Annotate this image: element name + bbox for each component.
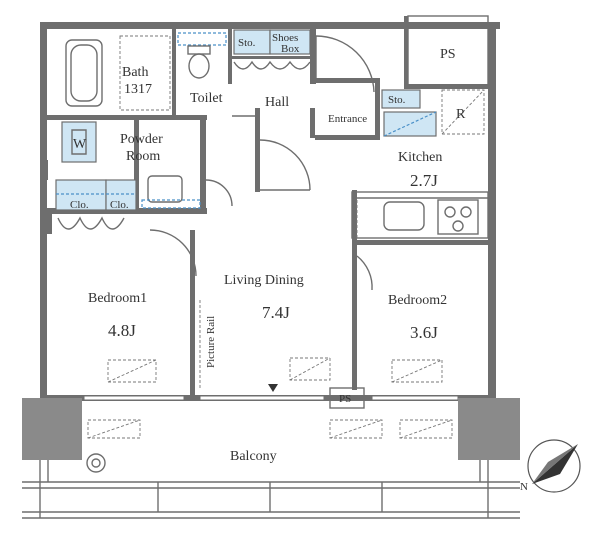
bedroom2: Bedroom2 3.6J: [356, 255, 447, 383]
washer-label: W: [73, 137, 87, 152]
powder-room: W Powder Room: [61, 121, 233, 209]
toilet-label: Toilet: [190, 91, 223, 106]
hall-label: Hall: [265, 95, 289, 110]
bath: Bath 1317: [65, 35, 171, 111]
bedroom1: Bedroom1 4.8J: [88, 291, 157, 383]
hall-storage: Sto. Shoes Box: [232, 29, 311, 70]
outer-walls: [40, 22, 500, 402]
shoes-box-label-2: Box: [281, 43, 300, 55]
ps-top-label: PS: [440, 47, 456, 62]
living-dining: Living Dining 7.4J Picture Rail: [149, 229, 331, 392]
bath-size: 1317: [124, 82, 152, 97]
powder-room-label-2: Room: [126, 149, 160, 164]
shoes-box-label-1: Shoes: [272, 32, 298, 44]
entrance-label: Entrance: [328, 113, 367, 125]
entry-arrow-icon: [268, 384, 278, 392]
ps-shaft-bottom: PS: [329, 387, 365, 409]
compass-icon: N: [520, 439, 581, 493]
kitchen-label: Kitchen: [398, 150, 442, 165]
bedroom1-label: Bedroom1: [88, 291, 147, 306]
bedroom1-size: 4.8J: [108, 321, 136, 340]
refrigerator-label: R: [456, 107, 466, 122]
ps-shaft-top: PS: [404, 15, 494, 89]
living-dining-label: Living Dining: [224, 273, 304, 288]
compass-north-label: N: [520, 481, 528, 493]
bath-label: Bath: [122, 65, 148, 80]
powder-room-label-1: Powder: [120, 132, 163, 147]
toilet: Toilet: [177, 32, 227, 106]
kitchen: Kitchen 2.7J: [351, 150, 489, 240]
living-dining-size: 7.4J: [262, 303, 290, 322]
hall: Hall: [232, 95, 311, 191]
picture-rail-label: Picture Rail: [205, 316, 217, 368]
entrance: Entrance: [315, 35, 375, 125]
ps-bottom-label: PS: [339, 393, 351, 405]
balcony-label: Balcony: [230, 449, 277, 464]
balcony: Balcony: [22, 398, 520, 519]
bedroom2-label: Bedroom2: [388, 293, 447, 308]
clo2-label: Clo.: [110, 199, 129, 211]
bedroom2-size: 3.6J: [410, 323, 438, 342]
sto-kitchen-label: Sto.: [388, 94, 406, 106]
sto-hall-label: Sto.: [238, 37, 256, 49]
balcony-windows: [83, 395, 459, 401]
kitchen-storage: Sto. R: [381, 89, 485, 137]
kitchen-size: 2.7J: [410, 171, 438, 190]
clo1-label: Clo.: [70, 199, 89, 211]
closets: Clo. Clo.: [55, 179, 137, 230]
